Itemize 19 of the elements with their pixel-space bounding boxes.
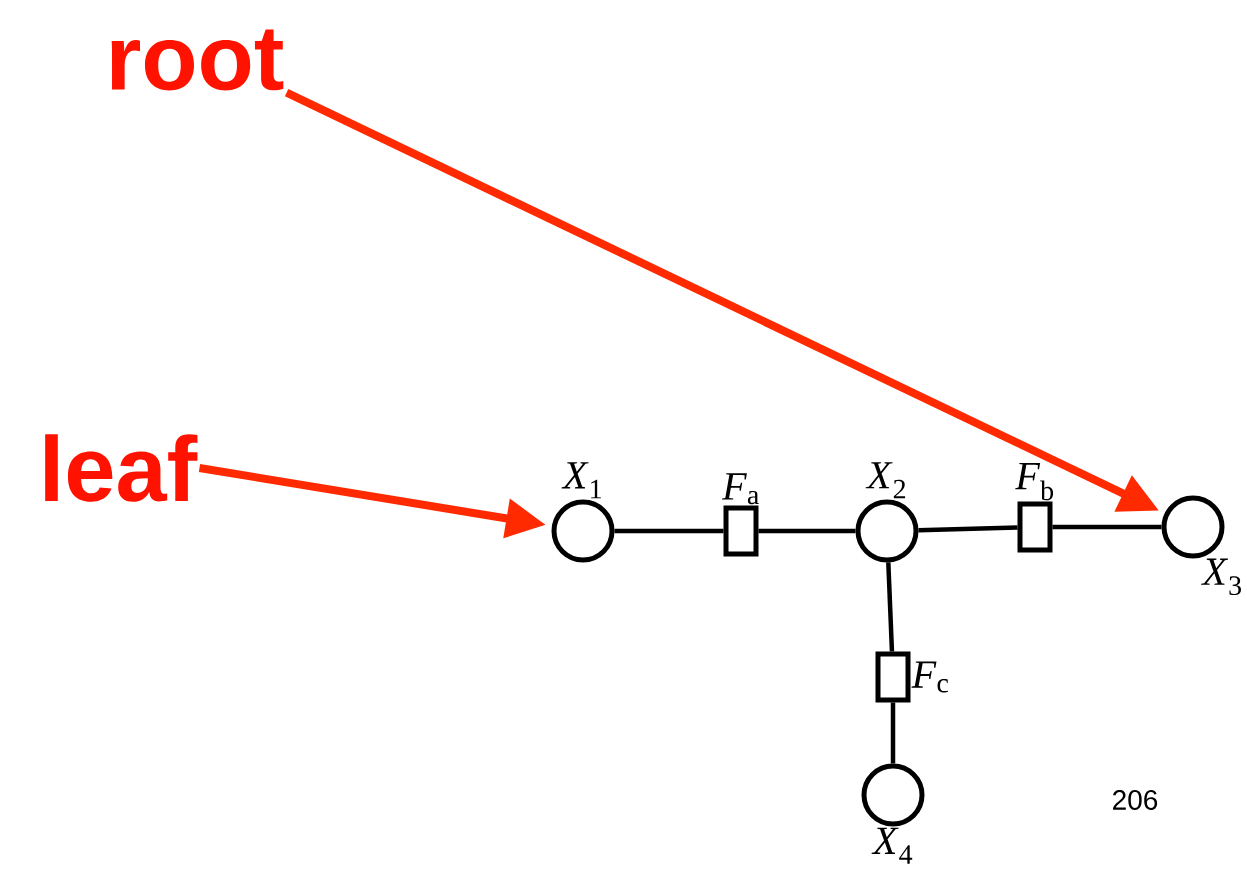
node-label: X$_{1}$ (561, 462, 601, 499)
node-label: F$_{c}$ (911, 661, 949, 693)
factor-square: F$_{a}$ (721, 473, 759, 557)
callout-word: root (111, 29, 284, 91)
factor-square: F$_{b}$ (1015, 462, 1054, 553)
connector-line (758, 528, 856, 534)
connector-line (1052, 524, 1162, 530)
node-label: F$_{b}$ (1015, 462, 1054, 501)
page-number: 206 (1113, 790, 1158, 810)
node-label: X$_{4}$ (871, 827, 913, 864)
connector-line (614, 528, 724, 534)
callout-word: leaf (45, 434, 198, 502)
connector-line (918, 525, 1018, 533)
node-label: F$_{a}$ (721, 473, 759, 505)
node-label: X$_{3}$ (1201, 558, 1241, 596)
connector-line (886, 562, 895, 652)
connector-line (890, 702, 896, 764)
node-label: X$_{2}$ (865, 462, 906, 499)
factor-square: F$_{c}$ (875, 651, 949, 703)
